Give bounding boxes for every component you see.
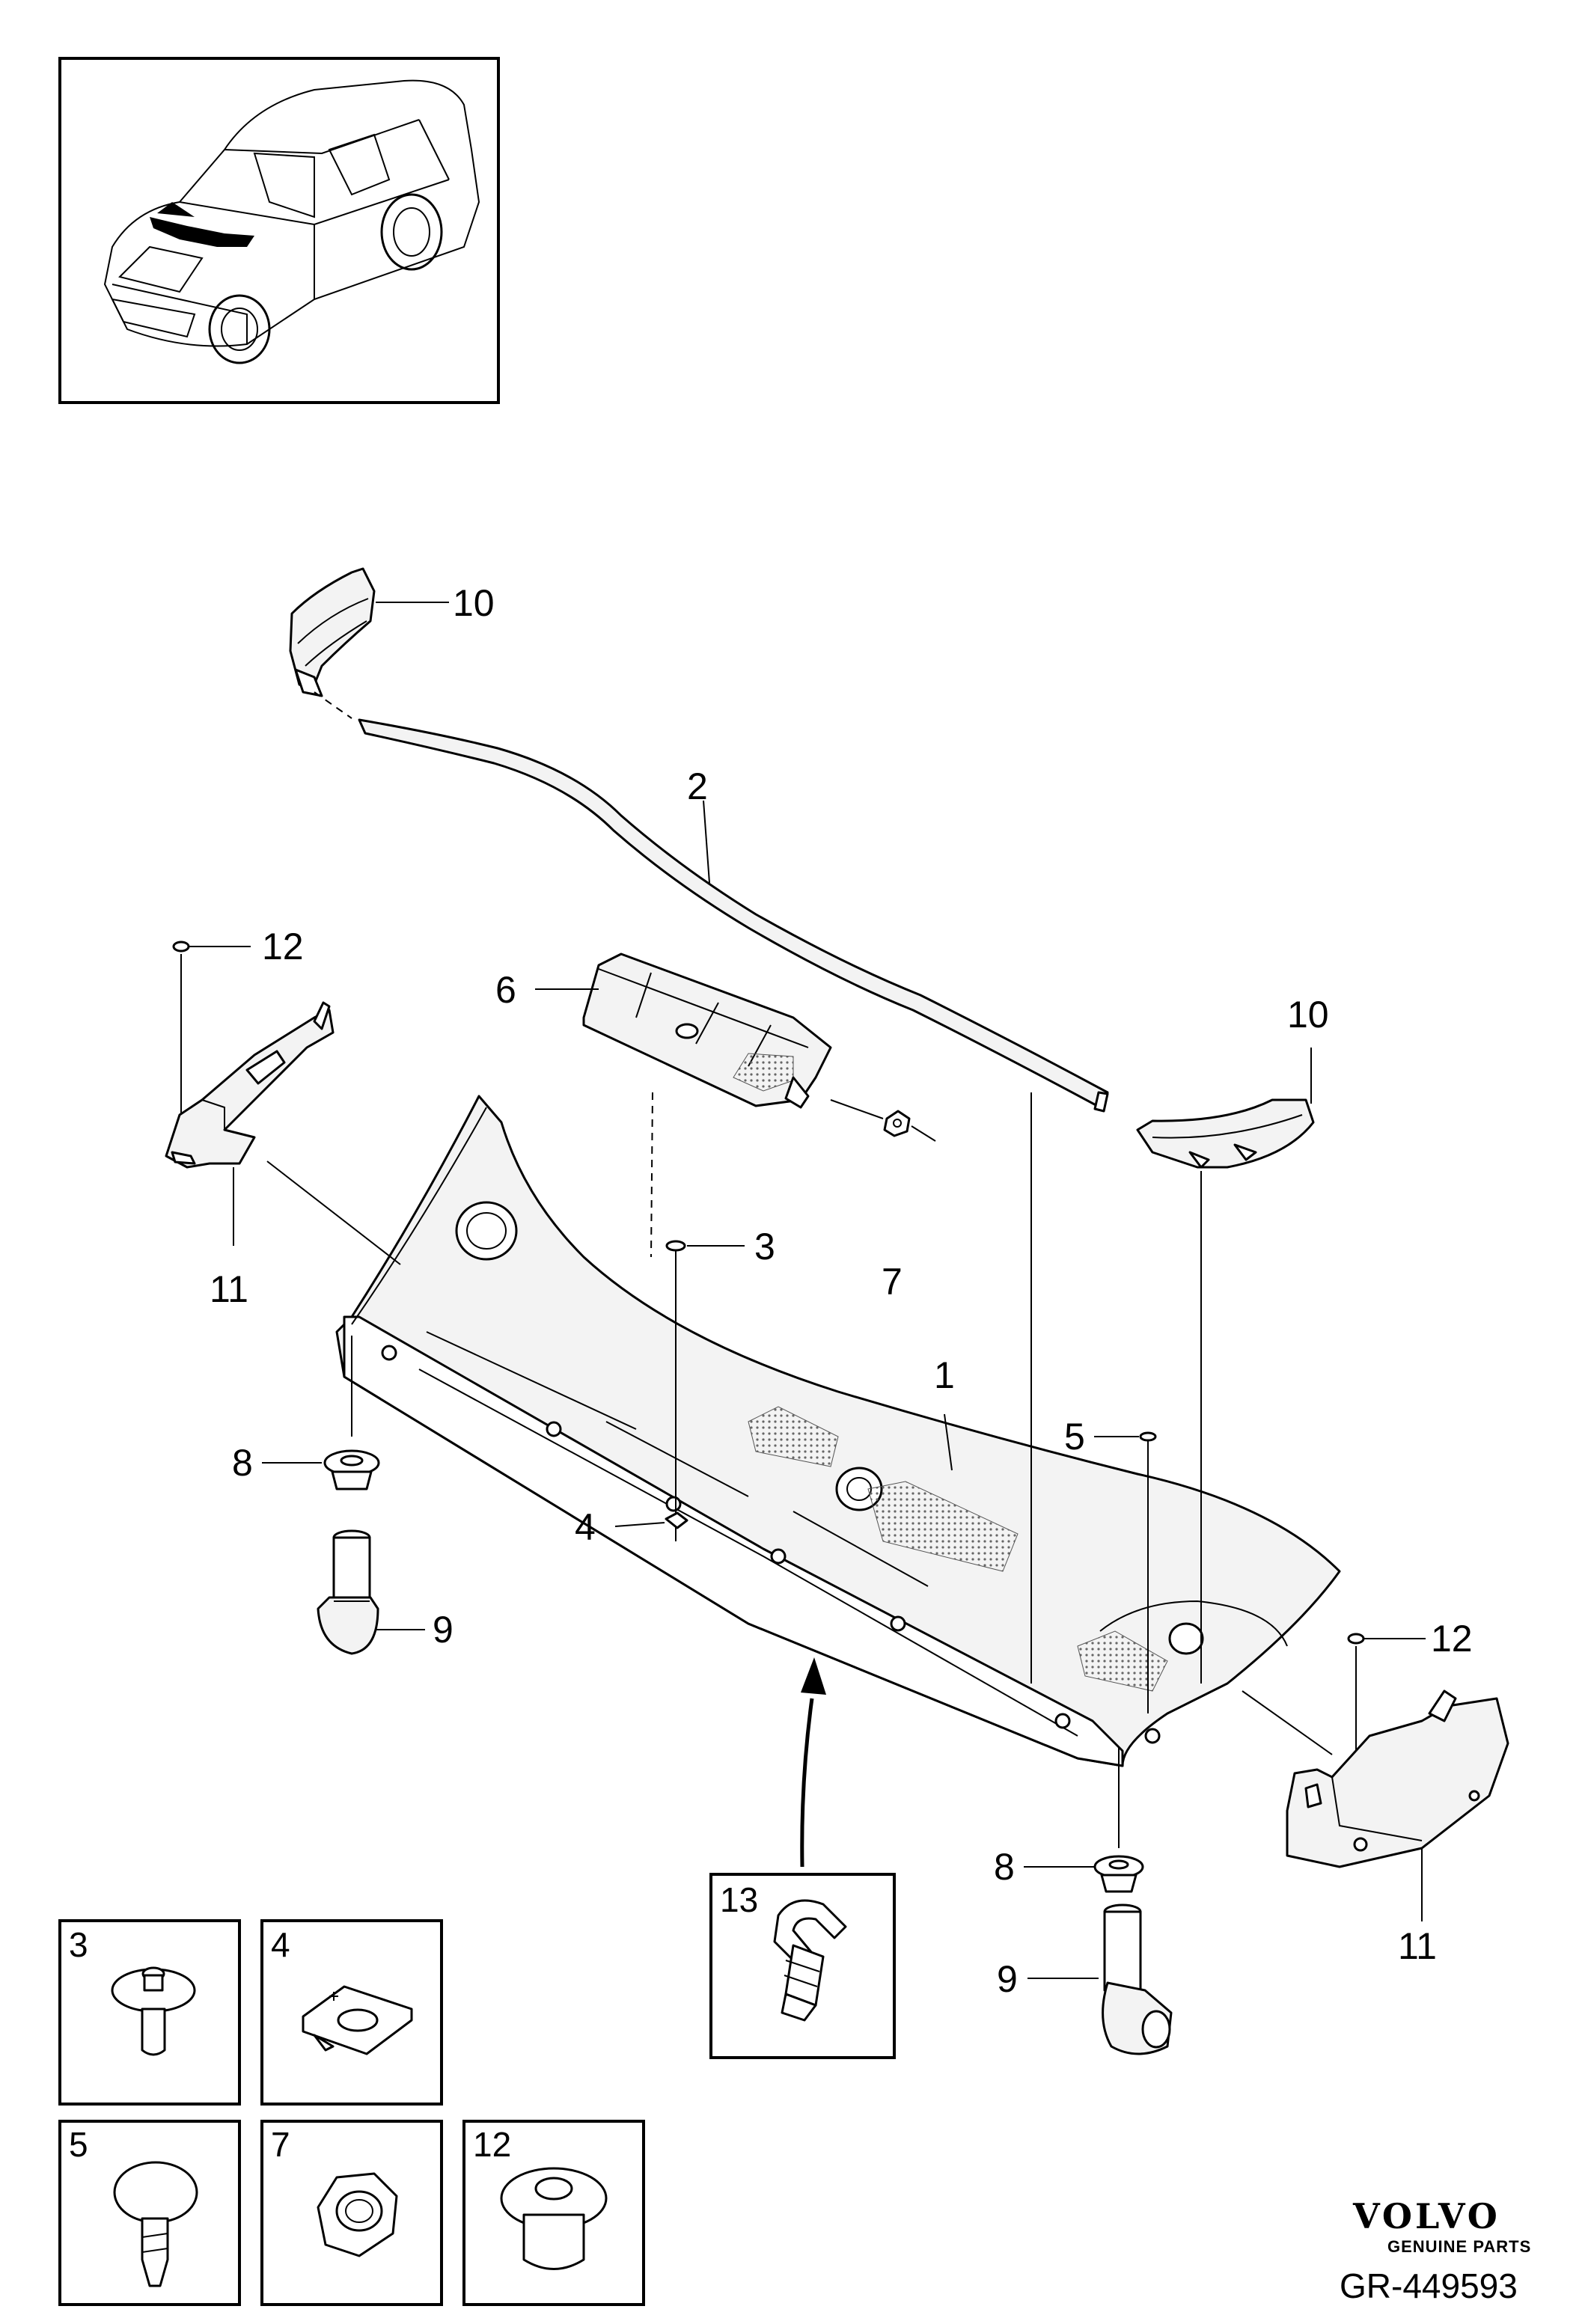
direction-arrow	[800, 1657, 826, 1868]
top-hat-nut-icon	[500, 2167, 608, 2270]
part-12-nut-right	[1347, 1633, 1365, 1645]
part-9-drain-right	[1102, 1903, 1173, 2055]
callout-12a: 12	[262, 926, 304, 967]
part-7-nut-small	[883, 1110, 911, 1137]
part-12-nut-left	[172, 941, 190, 952]
part-11-bracket-left	[165, 1001, 335, 1169]
detail-box-12	[462, 2120, 645, 2306]
part-4-clip-small	[665, 1511, 688, 1529]
detail-box-4	[260, 1919, 443, 2106]
part-8-grommet-left	[323, 1449, 380, 1490]
cowl-highlight	[150, 217, 254, 247]
diagram-reference: GR-449593	[1340, 2266, 1518, 2305]
callout-1: 1	[934, 1354, 955, 1396]
callout-9b: 9	[997, 1958, 1018, 2000]
detail-number-7: 7	[271, 2125, 290, 2164]
part-11-bracket-right	[1286, 1690, 1509, 1868]
detail-number-5: 5	[69, 2125, 88, 2164]
callout-8a: 8	[232, 1442, 253, 1484]
callout-6: 6	[495, 969, 516, 1011]
detail-number-13: 13	[720, 1880, 758, 1919]
car-outline-icon	[103, 79, 480, 364]
part-10-end-cap-right	[1136, 1098, 1315, 1169]
screw-dome-head-icon	[113, 2161, 198, 2287]
callout-11a: 11	[210, 1268, 248, 1310]
leader-7a	[830, 1099, 884, 1119]
genuine-parts-tagline: GENUINE PARTS	[1387, 2237, 1532, 2256]
assembly-line-6	[650, 1092, 653, 1258]
callout-5: 5	[1064, 1416, 1085, 1458]
part-9-drain-left	[317, 1529, 379, 1655]
callout-12b: 12	[1431, 1618, 1473, 1660]
screw-flat-head-icon	[111, 1966, 196, 2056]
part-1-cowl-panel	[335, 1095, 1341, 1767]
detail-box-3	[58, 1919, 241, 2106]
detail-number-3: 3	[69, 1925, 88, 1964]
part-2-seal-strip	[358, 718, 1109, 1113]
callout-7: 7	[882, 1261, 903, 1303]
callout-10b: 10	[1287, 994, 1329, 1036]
vehicle-locator	[58, 57, 500, 404]
detail-number-4: 4	[271, 1925, 290, 1964]
detail-box-5	[58, 2120, 241, 2306]
callout-2: 2	[687, 765, 708, 807]
leader-11b-panel	[1242, 1690, 1333, 1755]
leader-2	[703, 800, 710, 884]
detail-number-12: 12	[473, 2125, 511, 2164]
hex-nut-icon	[317, 2172, 398, 2257]
leader-7b	[911, 1125, 936, 1142]
part-3-screw	[665, 1240, 686, 1257]
assembly-line-10-2	[314, 691, 352, 719]
part-6-filter-housing	[582, 952, 832, 1109]
callout-11b: 11	[1398, 1925, 1437, 1967]
callout-3: 3	[754, 1226, 775, 1268]
leader-1	[944, 1413, 953, 1471]
callout-8b: 8	[994, 1846, 1015, 1888]
detail-box-7	[260, 2120, 443, 2306]
volvo-logo: VOLVO	[1353, 2196, 1500, 2236]
callout-4: 4	[575, 1506, 596, 1548]
part-5-screw	[1139, 1431, 1157, 1448]
part-10-end-cap-left	[289, 567, 376, 697]
leader-11a-panel	[266, 1161, 401, 1265]
leader-4	[614, 1522, 665, 1527]
callout-9a: 9	[433, 1609, 454, 1651]
part-8-grommet-right	[1093, 1855, 1144, 1893]
callout-10a: 10	[453, 582, 495, 624]
cable-clip-icon	[773, 1899, 847, 2022]
speed-clip-icon	[302, 1985, 413, 2055]
detail-box-13	[709, 1873, 896, 2059]
